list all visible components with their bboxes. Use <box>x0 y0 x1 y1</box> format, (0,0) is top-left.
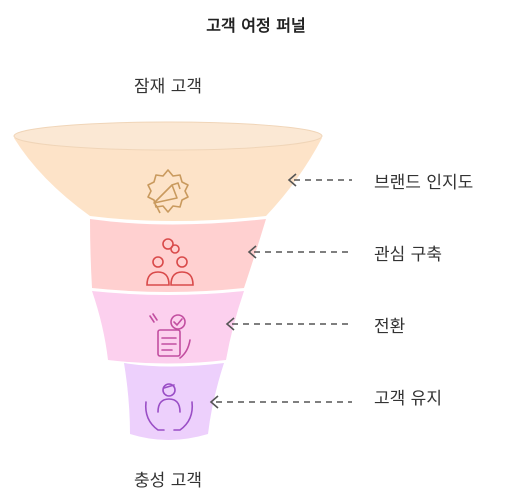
arrow-stage-4 <box>209 395 352 409</box>
arrow-stage-3 <box>225 317 352 331</box>
arrow-stage-1 <box>287 173 352 187</box>
checklist-icon <box>149 313 191 359</box>
top-label: 잠재 고객 <box>134 77 202 97</box>
bottom-label: 충성 고객 <box>134 471 202 491</box>
megaphone-icon <box>147 169 189 214</box>
funnel-stage-4 <box>124 363 224 440</box>
funnel-stage-1 <box>14 138 322 221</box>
funnel-stage-2 <box>90 219 266 292</box>
funnel-stage-3 <box>92 291 244 364</box>
hands-person-icon <box>144 383 194 431</box>
diagram-title: 고객 여정 퍼널 <box>206 16 306 35</box>
arrow-stage-2 <box>247 245 352 259</box>
people-icon <box>146 238 194 286</box>
stage-label-retention: 고객 유지 <box>374 389 442 409</box>
stage-label-awareness: 브랜드 인지도 <box>374 173 474 193</box>
stage-label-conversion: 전환 <box>374 317 406 337</box>
funnel-rim <box>13 121 323 151</box>
stage-label-interest: 관심 구축 <box>374 245 442 265</box>
